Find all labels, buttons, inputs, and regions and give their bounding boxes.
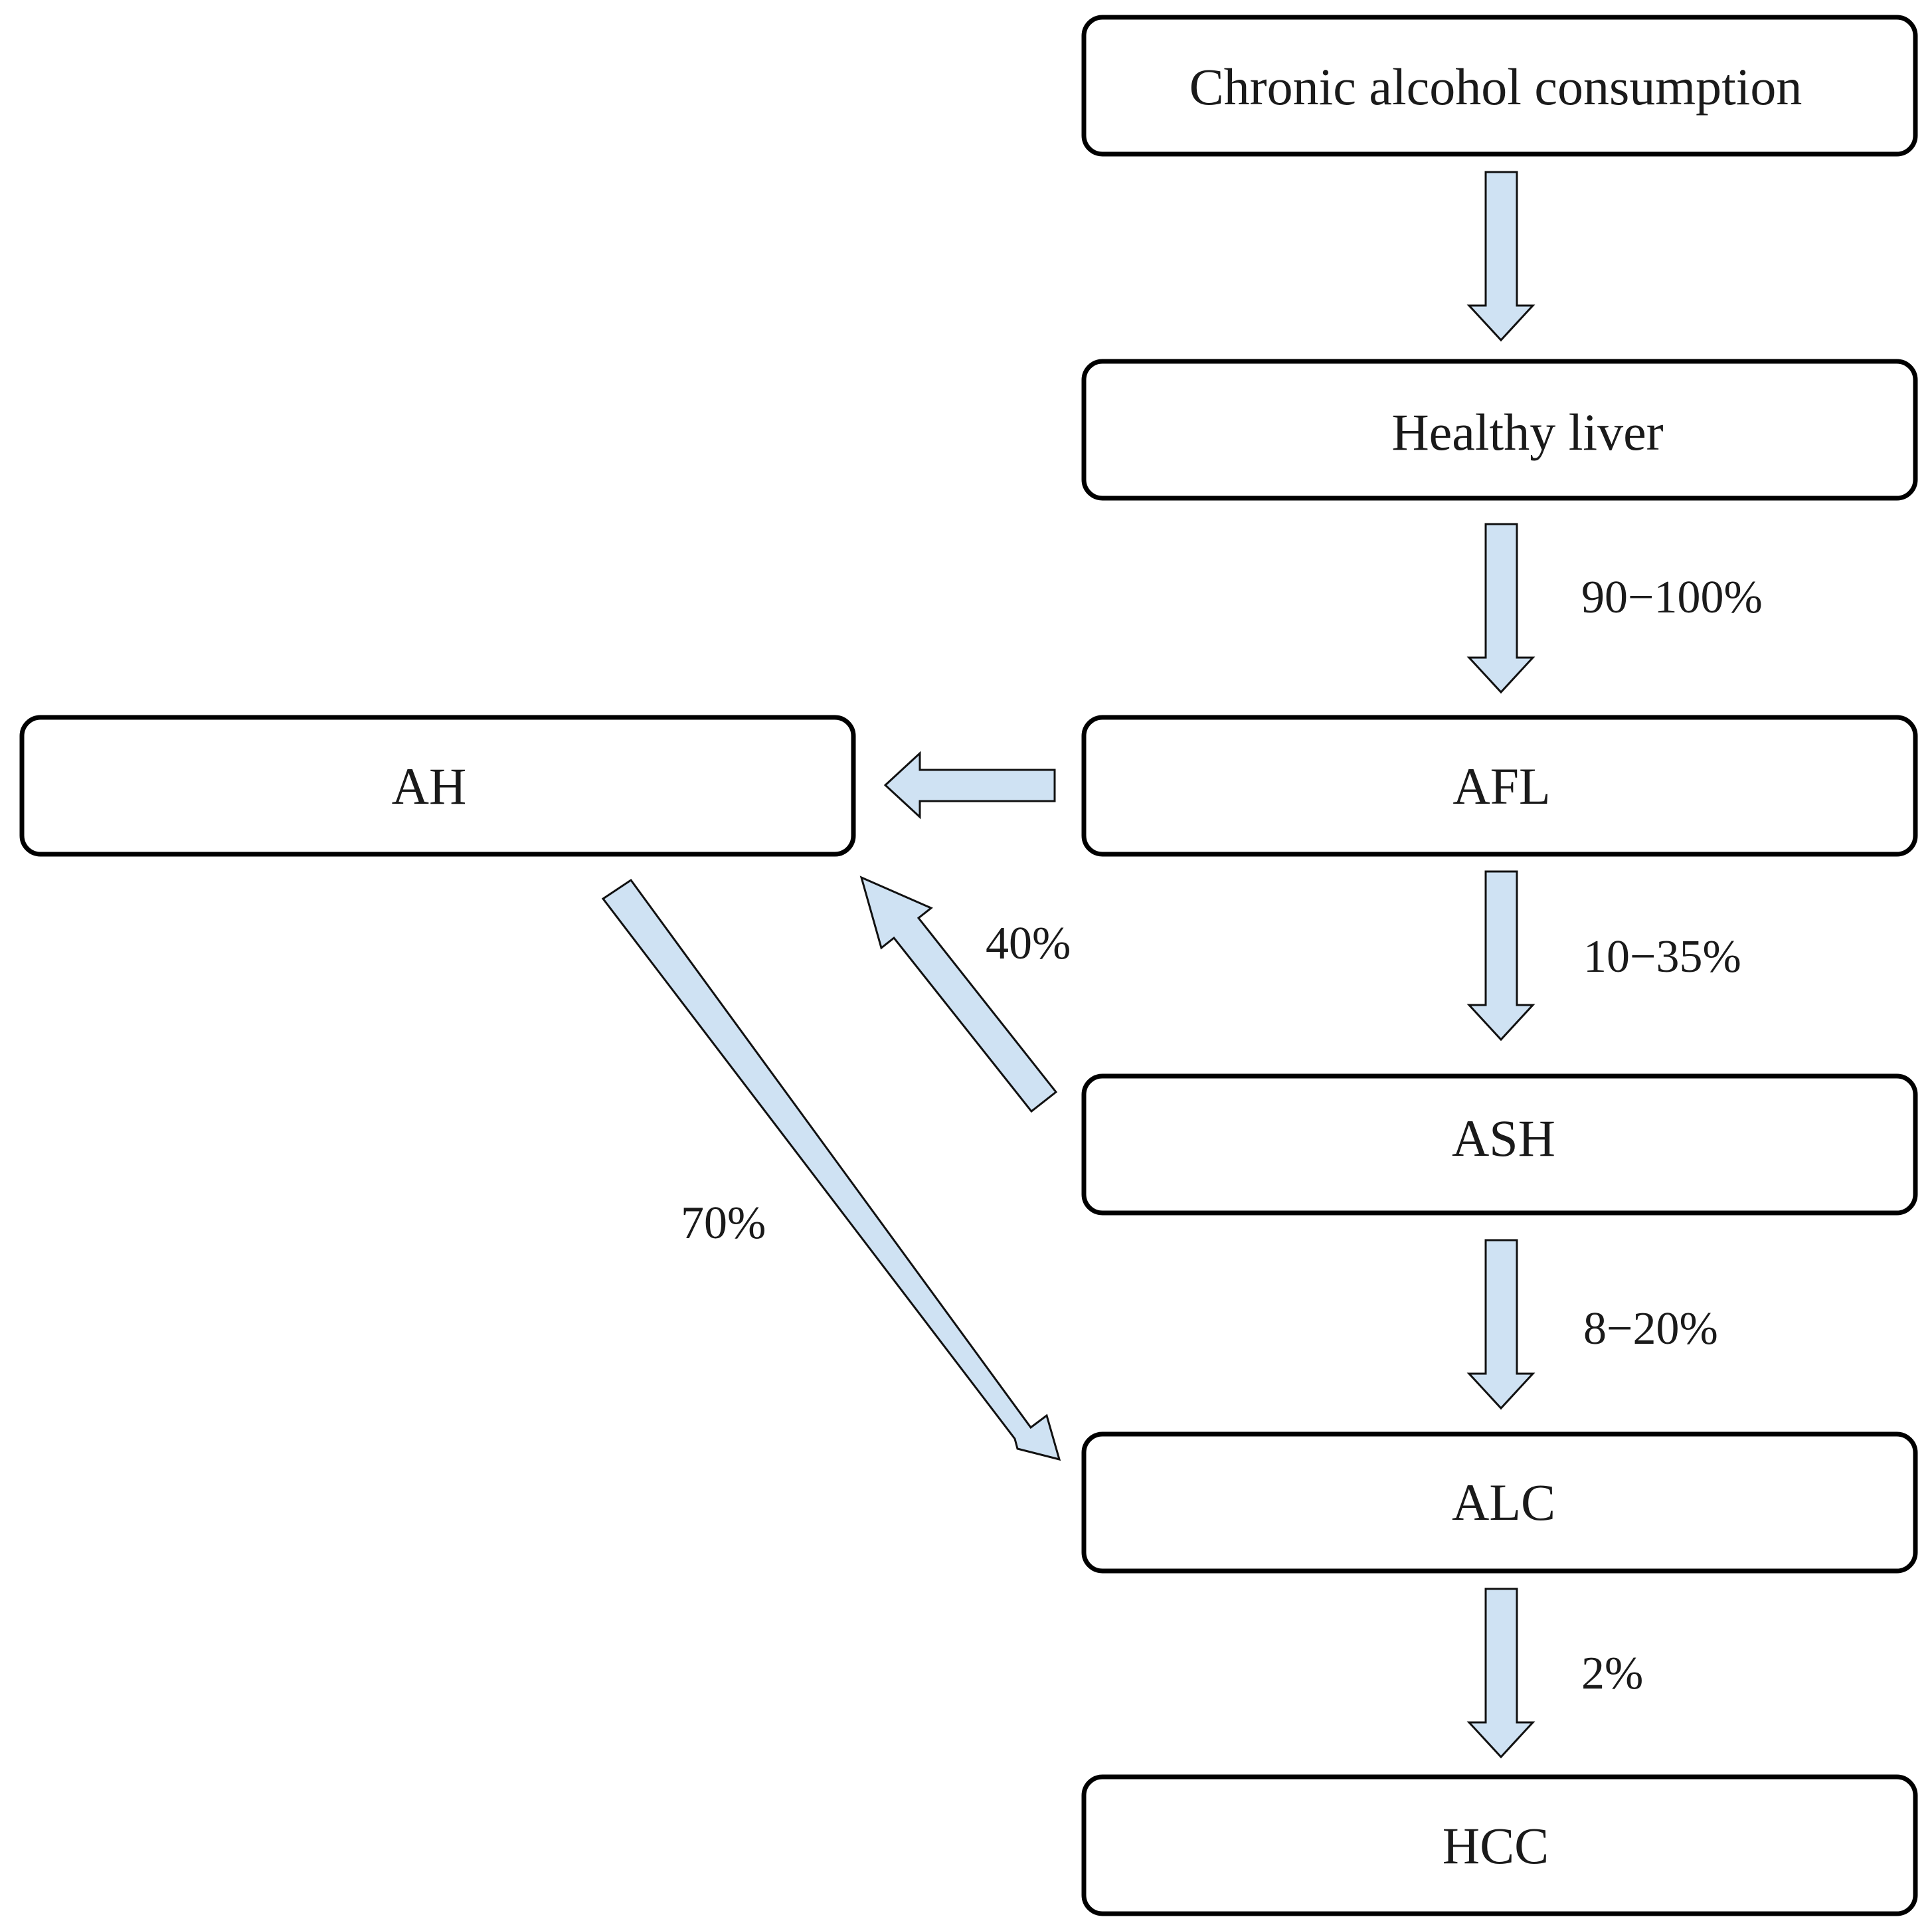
arrow-alc-to-hcc (1466, 1588, 1536, 1759)
node-label: AH (392, 757, 467, 815)
node-ash: ASH (1081, 1073, 1918, 1216)
node-chronic-alcohol-consumption: Chronic alcohol consumption (1081, 15, 1918, 157)
edge-label-afl-to-ash: 10−35% (1583, 931, 1741, 982)
node-label: ASH (1452, 1109, 1555, 1167)
node-label: Healthy liver (1391, 403, 1663, 461)
edge-label-ash-to-alc: 8−20% (1583, 1303, 1718, 1354)
node-afl: AFL (1081, 715, 1918, 857)
arrow-afl-to-ah (883, 751, 1056, 820)
arrow-chronic-to-healthy (1466, 171, 1536, 342)
node-label: AFL (1452, 757, 1550, 815)
node-label: ALC (1452, 1473, 1555, 1531)
arrow-ah-to-alc (601, 878, 1061, 1461)
node-label: Chronic alcohol consumption (1189, 58, 1802, 116)
edge-label-ash-to-ah: 40% (986, 918, 1071, 969)
edge-label-healthy-to-afl: 90−100% (1581, 572, 1763, 623)
node-alc: ALC (1081, 1431, 1918, 1574)
node-hcc: HCC (1081, 1774, 1918, 1916)
node-healthy-liver: Healthy liver (1081, 359, 1918, 501)
edge-label-alc-to-hcc: 2% (1581, 1648, 1643, 1699)
arrow-ash-to-ah (859, 875, 1058, 1113)
node-label: HCC (1443, 1817, 1549, 1875)
arrow-afl-to-ash (1466, 870, 1536, 1042)
arrow-ash-to-alc (1466, 1239, 1536, 1410)
arrow-healthy-to-afl (1466, 523, 1536, 694)
node-ah: AH (19, 715, 856, 857)
edge-label-ah-to-alc: 70% (681, 1198, 766, 1249)
